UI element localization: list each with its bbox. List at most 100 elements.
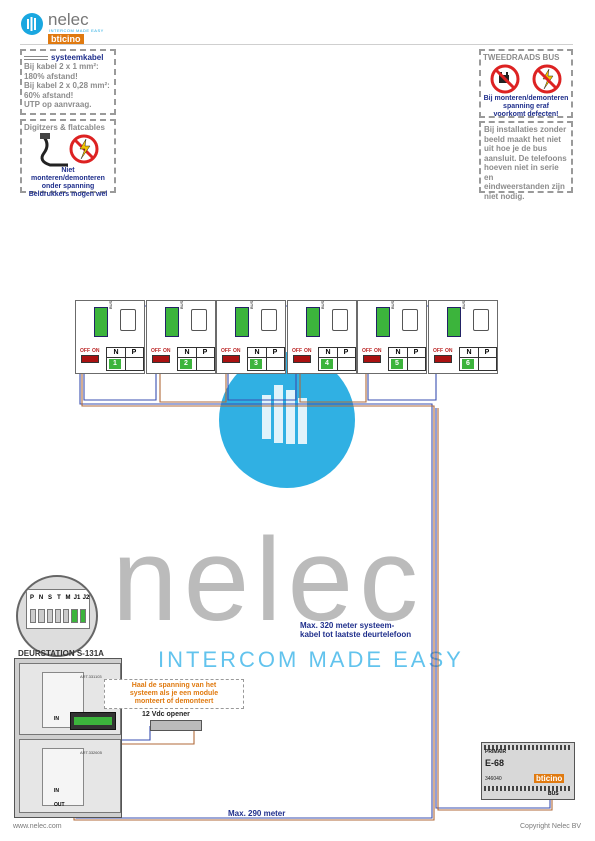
bus-warn-2: spanning eraf [503,102,549,110]
phone-bus-label: BUS [179,300,184,309]
p-header: P [125,348,143,358]
off-label: OFF [80,348,90,354]
cable-line-1: Bij kabel 2 x 1 mm²: [24,62,99,71]
dip-switch[interactable] [434,355,452,363]
p-header: P [407,348,425,358]
module-in-label-2: IN [54,788,59,794]
phone-number: 2 [180,359,192,369]
dip-switch[interactable] [293,355,311,363]
footer-copyright: Copyright Nelec BV [520,823,582,830]
install-line-1: Bij installaties zonder [484,125,567,134]
terminal-j2: J2 [82,595,90,601]
phone-number: 6 [462,359,474,369]
terminal-p: P [29,595,34,601]
terminal-strip [94,307,108,337]
max-320-line-2: kabel tot laatste deurtelefoon [300,630,412,639]
n-header: N [107,348,126,358]
phone-number: 4 [321,359,333,369]
digitizer-note: Digitzers & flatcables Niet monteren/dem… [20,119,116,198]
terminal-strip [447,307,461,337]
terminal-j1: J1 [73,595,81,601]
terminal-s: S [47,595,52,601]
cable-line-4: 60% afstand! [24,90,74,100]
off-label: OFF [221,348,231,354]
terminal-t: T [57,595,61,601]
on-label: ON [304,348,312,354]
install-line-6: eindweerstanden zijn [484,182,565,191]
door-opener [150,720,202,731]
install-line-7: niet nodig. [484,191,525,201]
power-supply: PRIMAIR E-68 346040 bticino BUS [481,742,575,800]
n-header: N [319,348,338,358]
dip-switch[interactable] [222,355,240,363]
module-in-label: IN [54,716,59,722]
on-label: ON [233,348,241,354]
watermark-bars [262,385,307,444]
power-warn-2: systeem als je een module [129,690,219,697]
terminal-strip [235,307,249,337]
brand-bticino: bticino [48,34,84,44]
n-header: N [248,348,267,358]
no-voltage-icon [532,64,562,93]
handset-icon [120,309,136,331]
bus-note: TWEEDRAADS BUS Bij monteren/demonteren s… [479,49,573,118]
p-header: P [478,348,496,358]
digitizer-board [70,712,116,730]
terminal-m: M [65,595,71,601]
on-label: ON [92,348,100,354]
max-290-label: Max. 290 meter [228,809,286,818]
off-label: OFF [292,348,302,354]
no-plug-icon [490,64,520,93]
on-label: ON [374,348,382,354]
p-header: P [266,348,284,358]
install-line-4: aansluit. De telefoons [484,153,567,163]
flatcable-icon [40,132,99,166]
bus-warn-3: voorkomt defecten! [493,110,559,118]
cable-line-5: UTP op aanvraag. [24,100,92,109]
logo-name: nelec [48,10,89,29]
connector-zoom: P N S T M J1 J2 [16,575,98,657]
handset-icon [261,309,277,331]
install-note: Bij installaties zonder beeld maakt het … [479,121,573,201]
phone-bus-label: BUS [390,300,395,309]
on-label: ON [445,348,453,354]
phone-bus-label: BUS [461,300,466,309]
power-warn-3: monteert of demonteert [134,698,214,705]
off-label: OFF [433,348,443,354]
psu-code: 346040 [485,776,502,782]
logo-icon [21,13,43,35]
dip-switch[interactable] [152,355,170,363]
footer-website[interactable]: www.nelec.com [13,823,62,830]
off-label: OFF [362,348,372,354]
bus-warn-1: Bij monteren/demonteren [483,94,569,102]
dip-switch[interactable] [363,355,381,363]
handset-icon [332,309,348,331]
logo-tagline: INTERCOM MADE EASY [49,28,104,33]
dip-switch[interactable] [81,355,99,363]
p-header: P [337,348,355,358]
doorstation-title: DEURSTATION S-131A [18,649,104,658]
psu-bus-label: BUS [548,791,559,797]
on-label: ON [163,348,171,354]
logo: nelec INTERCOM MADE EASY bticino [20,10,130,44]
psu-model: E-68 [485,758,505,768]
digitizer-warn-2: onder spanning [41,182,95,190]
cable-note: systeemkabel Bij kabel 2 x 1 mm²: 180% a… [20,49,116,115]
phone-bus-label: BUS [108,300,113,309]
header-divider [20,44,573,45]
phone-number: 1 [109,359,121,369]
install-line-2: beeld maakt het niet [484,134,561,144]
max-320-label: Max. 320 meter systeem- kabel tot laatst… [300,621,411,639]
power-warning: Haal de spanning van het systeem als je … [104,679,244,709]
digitizer-warn-3: Beldrukkers mogen wel [28,190,108,198]
bus-note-title: TWEEDRAADS BUS [483,53,560,62]
